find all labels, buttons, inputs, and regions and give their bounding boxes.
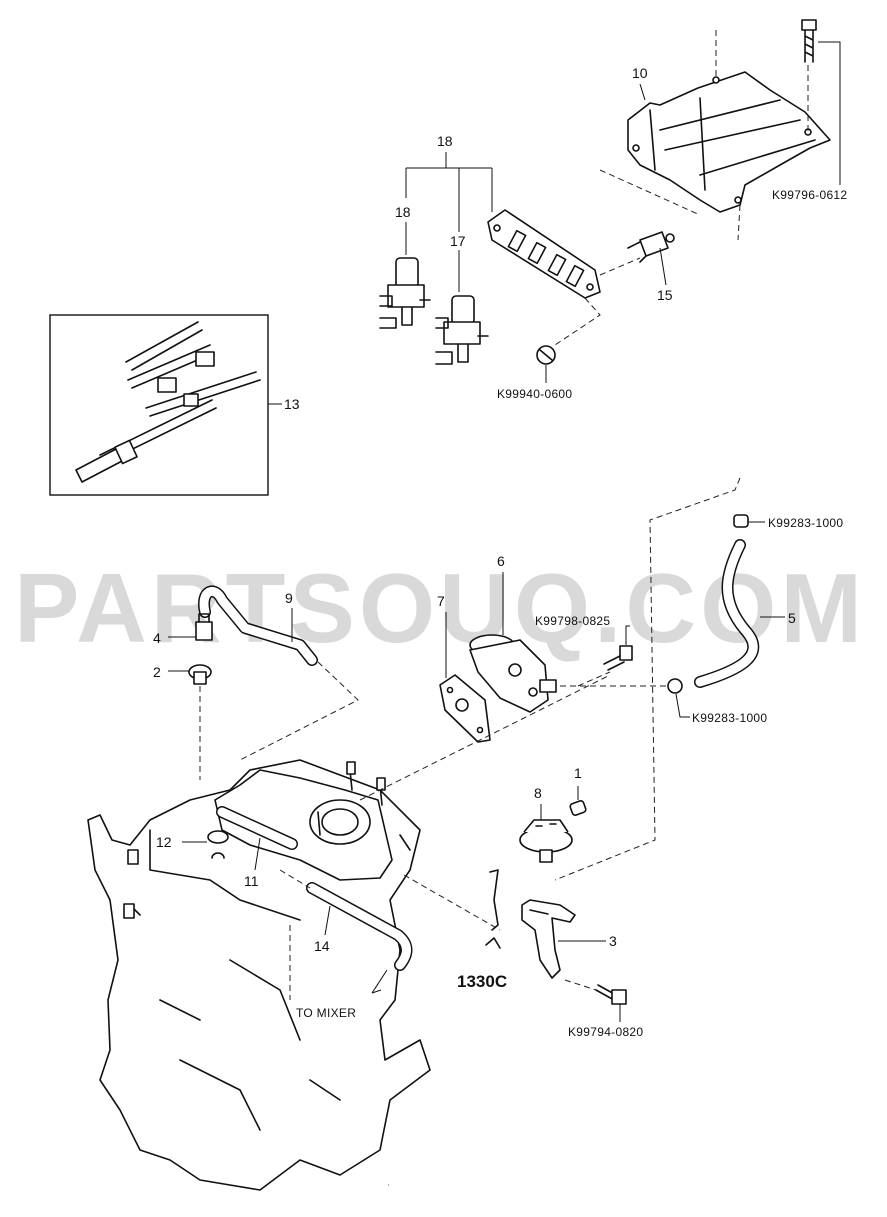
pn-k99283-1000-mid: K99283-1000: [692, 711, 767, 725]
pn-k99940-0600: K99940-0600: [497, 387, 572, 401]
leader-15: [659, 247, 667, 286]
hose-14[interactable]: [306, 882, 413, 971]
label-5: 5: [788, 610, 796, 626]
bolt3-dash: [564, 979, 597, 991]
leader-14: [324, 905, 331, 936]
ref-1330c: 1330C: [457, 972, 507, 991]
label-11: 11: [244, 873, 259, 889]
leader-18-17: [405, 222, 460, 292]
pn-k99798-0825: K99798-0825: [535, 614, 610, 628]
label-9: 9: [285, 590, 293, 606]
vacuum-diaphragm-8[interactable]: [519, 819, 573, 863]
label-10: 10: [632, 65, 648, 81]
engine-block: [87, 759, 431, 1191]
leader-11: [254, 837, 261, 871]
bracket-3[interactable]: [521, 899, 576, 979]
hose-5[interactable]: [694, 539, 760, 688]
solenoid-valve-17[interactable]: [435, 295, 489, 365]
label-2: 2: [153, 664, 161, 680]
bolt-k99798-0825[interactable]: [603, 645, 633, 671]
clip-wire-1330c[interactable]: [485, 869, 501, 949]
throttle-body: [214, 761, 411, 881]
leader-k99798: [625, 625, 630, 645]
label-6: 6: [497, 553, 505, 569]
pn-k99283-1000-top: K99283-1000: [768, 516, 843, 530]
label-14: 14: [314, 938, 330, 954]
hose-11[interactable]: [216, 806, 298, 850]
label-17: 17: [450, 233, 466, 249]
pn-k99796-0612: K99796-0612: [772, 188, 847, 202]
plug-12[interactable]: [207, 830, 229, 859]
clamp-k99283-1000-top[interactable]: [733, 514, 749, 528]
valve-dash-link: [560, 671, 668, 687]
label-18: 18: [395, 204, 411, 220]
heat-shield-10[interactable]: [627, 71, 831, 213]
label-8: 8: [534, 785, 542, 801]
egr-valve-6[interactable]: [469, 634, 557, 713]
leader-18-group: [405, 152, 493, 232]
label-4: 4: [153, 630, 161, 646]
bolt-k99796-0612[interactable]: [801, 19, 817, 63]
leader-k99796: [818, 41, 841, 185]
hose5-dash-route: [554, 477, 741, 881]
cap-1[interactable]: [569, 800, 587, 816]
label-7: 7: [437, 593, 445, 609]
sensor-15[interactable]: [627, 231, 675, 263]
gasket-7[interactable]: [439, 674, 491, 743]
plug-2[interactable]: [188, 664, 212, 685]
bolt-k99794-0820[interactable]: [595, 984, 627, 1005]
note-to-mixer: TO MIXER: [296, 1006, 356, 1020]
label-3: 3: [609, 933, 617, 949]
sensor-dash: [599, 257, 641, 276]
clamp-k99283-1000-mid[interactable]: [667, 678, 683, 694]
watermark: PARTSOUQ.COM: [14, 553, 866, 663]
to-mixer-arrow: [371, 969, 388, 994]
solenoid-valve-18[interactable]: [379, 257, 431, 329]
clip-k99940-0600[interactable]: [536, 345, 556, 365]
pn-k99794-0820: K99794-0820: [568, 1025, 643, 1039]
solenoid-bracket[interactable]: [487, 209, 601, 299]
label-1: 1: [574, 765, 582, 781]
fitting-4[interactable]: [195, 613, 213, 641]
hose9-dash: [239, 661, 359, 761]
bracket-dash: [554, 297, 601, 346]
leader-10: [639, 83, 646, 101]
label-15: 15: [657, 287, 673, 303]
egr-dash-link: [359, 674, 611, 801]
hose-9[interactable]: [198, 585, 318, 666]
label-12: 12: [156, 834, 172, 850]
label-13: 13: [284, 396, 300, 412]
shield-dash-guides: [599, 30, 809, 241]
hose-kit-13[interactable]: [49, 314, 269, 496]
label-18-group: 18: [437, 133, 453, 149]
leader-k99283-mid: [675, 693, 690, 718]
hose14-dash: [279, 869, 501, 931]
